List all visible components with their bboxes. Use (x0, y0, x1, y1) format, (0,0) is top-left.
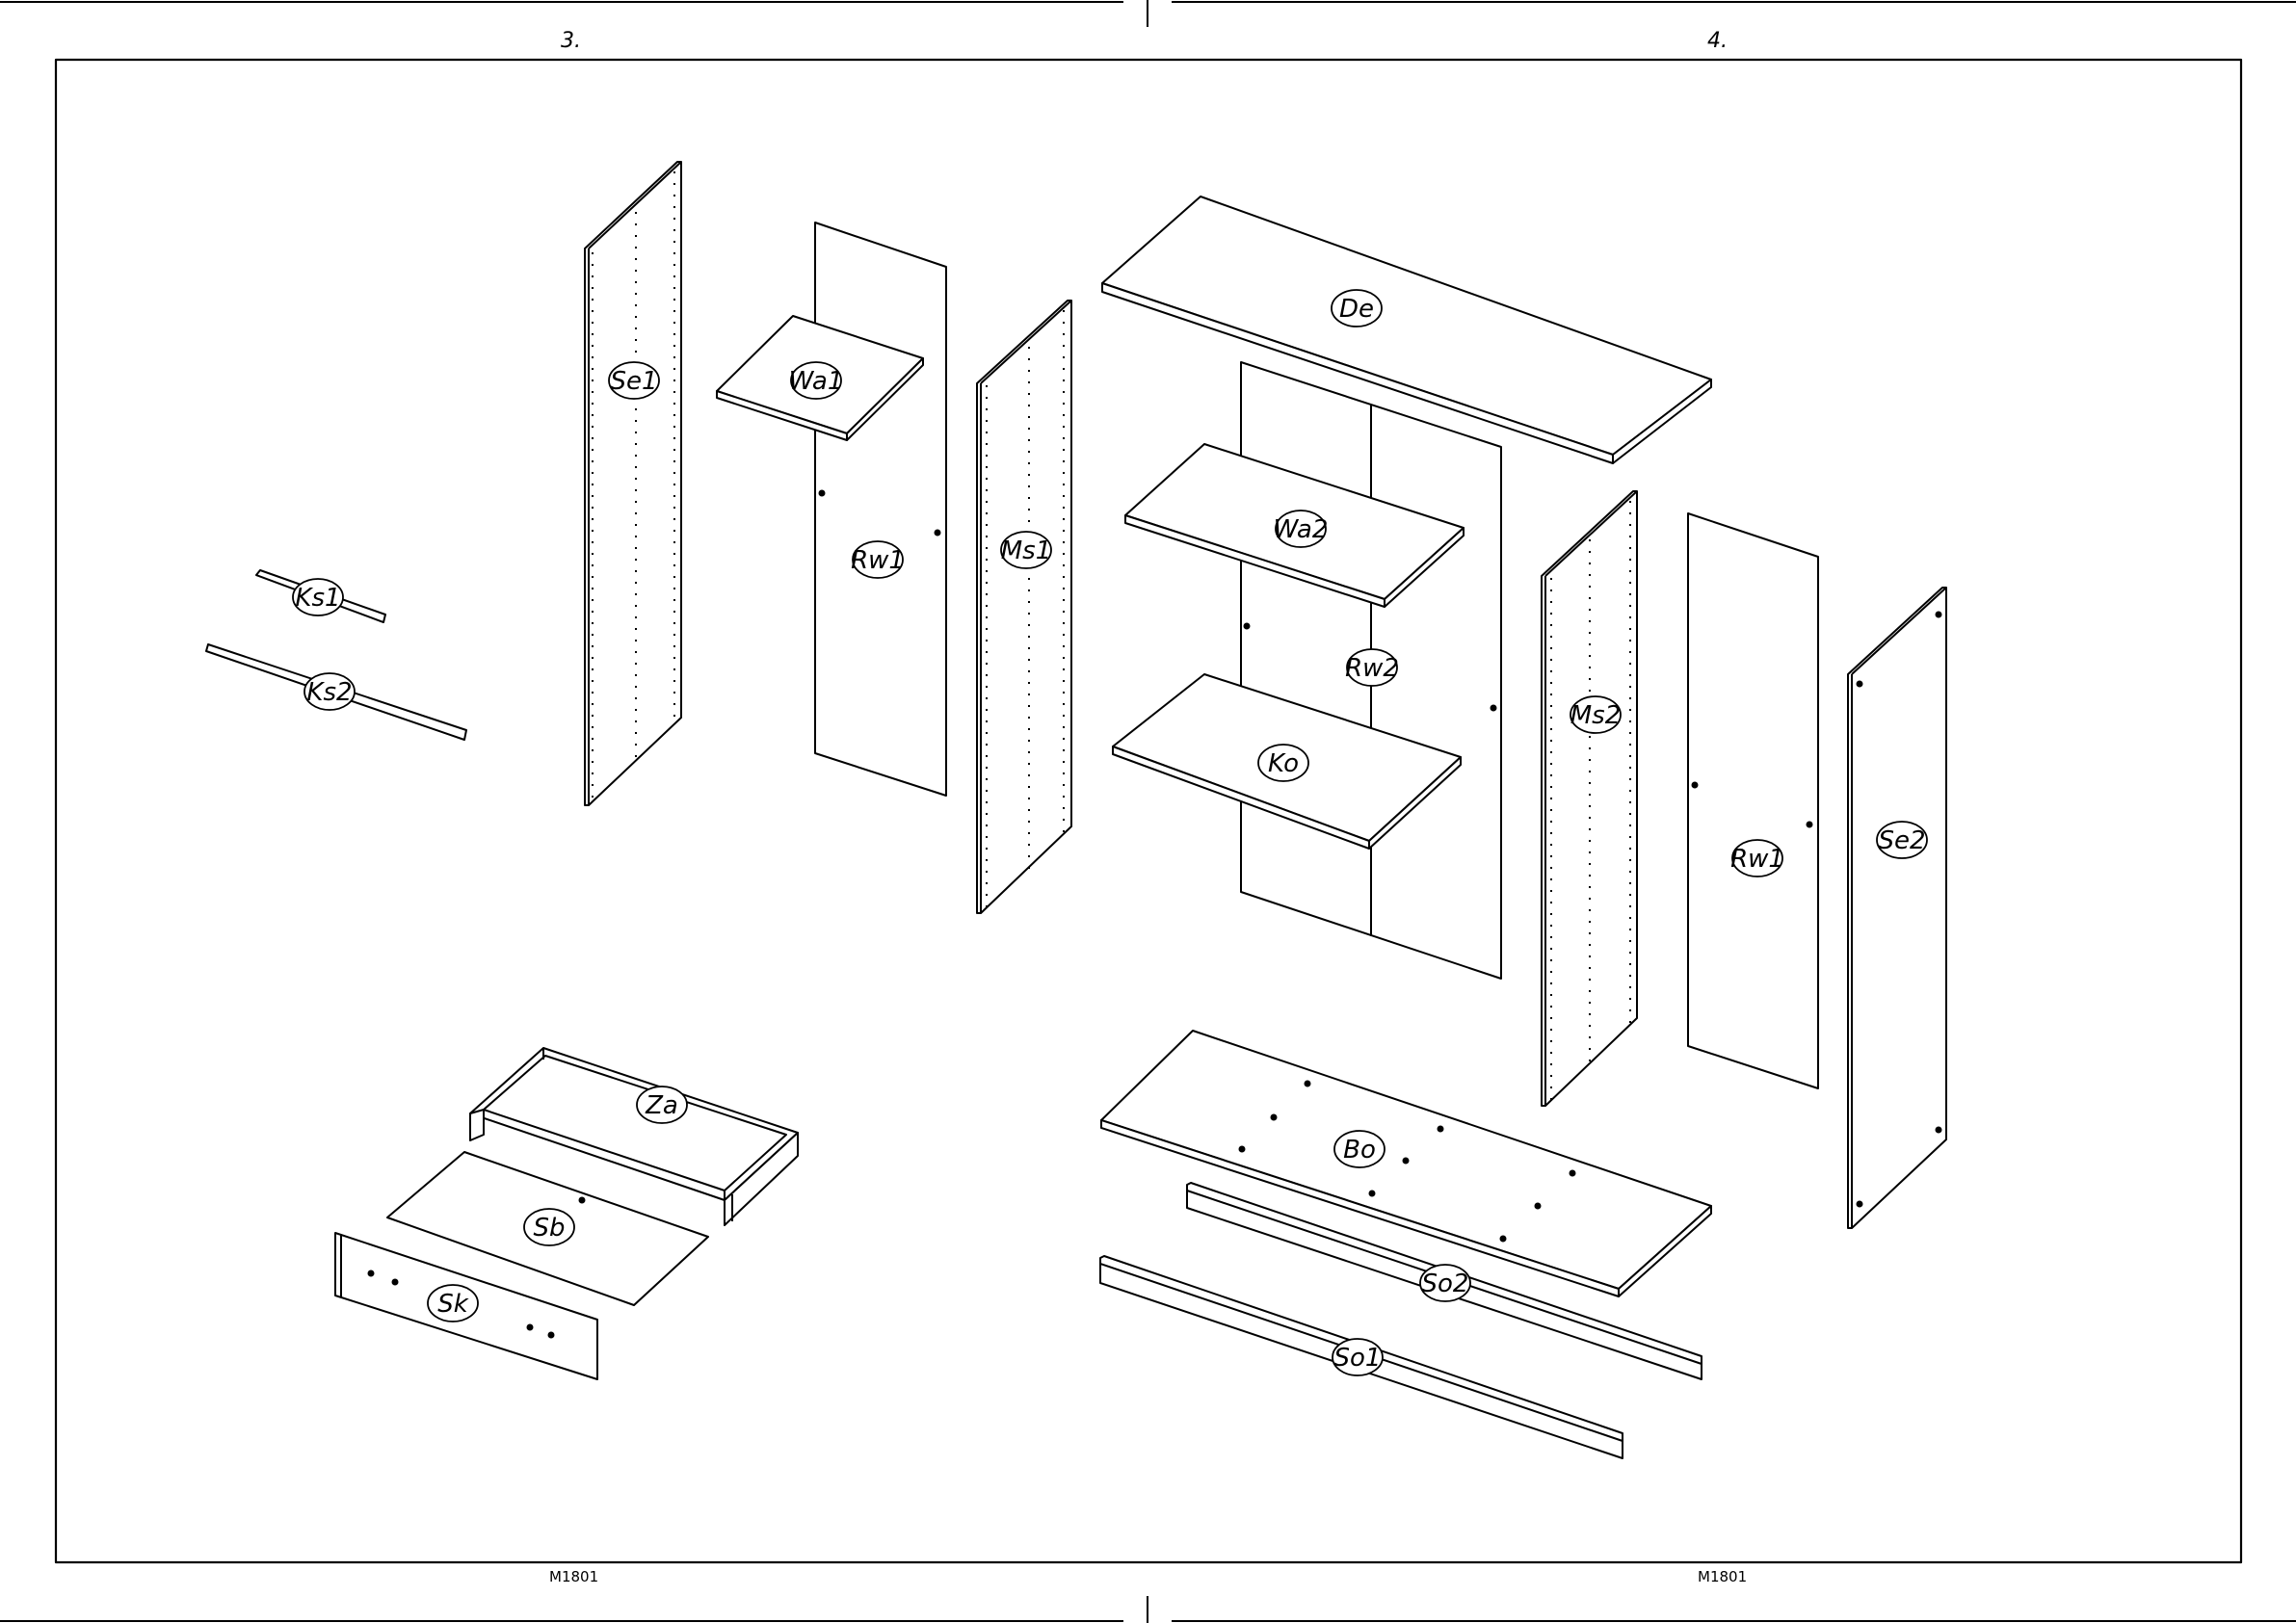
part-se2 (1848, 588, 1946, 1228)
svg-text:Rw1: Rw1 (851, 546, 905, 575)
svg-text:Ms2: Ms2 (1570, 701, 1622, 730)
svg-text:Se1: Se1 (610, 367, 657, 396)
label-so1: So1 (1333, 1339, 1383, 1375)
label-ms1: Ms1 (1001, 532, 1052, 568)
label-wa1: Wa1 (789, 362, 844, 399)
svg-text:Se2: Se2 (1878, 826, 1925, 855)
label-wa2: Wa2 (1274, 510, 1329, 547)
part-ms1 (977, 301, 1071, 913)
svg-text:Wa2: Wa2 (1274, 515, 1329, 544)
part-se1 (585, 162, 681, 805)
svg-text:Rw1: Rw1 (1730, 845, 1784, 874)
label-se2: Se2 (1877, 822, 1927, 858)
svg-text:Ms1: Ms1 (1001, 537, 1052, 565)
label-ks1: Ks1 (293, 579, 343, 615)
label-rw2: Rw2 (1345, 649, 1399, 686)
part-ms2 (1542, 491, 1637, 1106)
svg-text:De: De (1339, 295, 1374, 324)
svg-text:Rw2: Rw2 (1345, 654, 1399, 683)
label-rw1-left: Rw1 (851, 541, 905, 578)
label-so2: So2 (1420, 1265, 1470, 1301)
label-ko: Ko (1258, 745, 1308, 781)
svg-text:Bo: Bo (1343, 1136, 1376, 1165)
label-se1: Se1 (609, 362, 659, 399)
svg-text:Ko: Ko (1268, 749, 1299, 778)
part-rw1-left (815, 223, 946, 796)
label-de: De (1332, 290, 1382, 327)
label-ks2: Ks2 (304, 673, 355, 710)
label-rw1-right: Rw1 (1730, 840, 1784, 877)
label-sk: Sk (428, 1285, 478, 1322)
svg-text:So1: So1 (1334, 1344, 1382, 1373)
svg-text:Sb: Sb (533, 1214, 565, 1243)
label-ms2: Ms2 (1570, 696, 1622, 733)
svg-text:Sk: Sk (437, 1290, 469, 1319)
svg-text:Ks2: Ks2 (306, 678, 352, 707)
label-sb: Sb (524, 1209, 574, 1245)
svg-text:Ks1: Ks1 (295, 584, 340, 613)
svg-text:So2: So2 (1422, 1270, 1469, 1298)
part-rw1-right (1688, 513, 1818, 1088)
label-za: Za (637, 1086, 687, 1123)
label-bo: Bo (1334, 1131, 1385, 1167)
svg-text:Za: Za (645, 1091, 678, 1120)
svg-text:Wa1: Wa1 (789, 367, 844, 396)
